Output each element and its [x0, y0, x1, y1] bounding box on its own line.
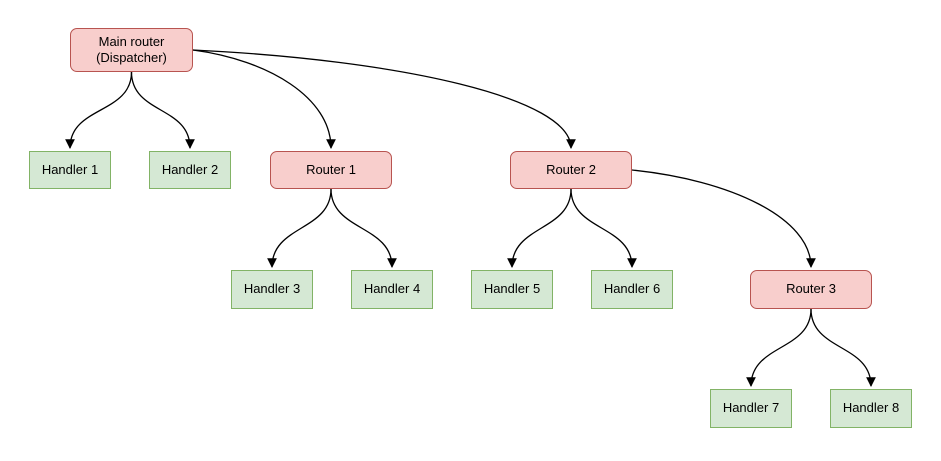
node-router-2: Router 2: [510, 151, 632, 189]
node-label: Handler 5: [483, 281, 541, 297]
node-handler-4: Handler 4: [351, 270, 433, 309]
node-handler-2: Handler 2: [149, 151, 231, 189]
node-router-3: Router 3: [750, 270, 872, 309]
node-label: Handler 1: [41, 161, 99, 177]
edge-router-2-to-handler-5: [507, 188, 572, 268]
node-label: Router 2: [546, 161, 596, 177]
node-label: Handler 4: [363, 281, 421, 297]
node-handler-1: Handler 1: [29, 151, 111, 189]
node-handler-6: Handler 6: [591, 270, 673, 309]
node-label: Handler 6: [603, 281, 661, 297]
node-label: Router 3: [786, 281, 836, 297]
node-handler-7: Handler 7: [710, 389, 792, 428]
node-router-1: Router 1: [270, 151, 392, 189]
node-label: Main router (Dispatcher): [96, 33, 167, 65]
node-label: Handler 8: [842, 400, 900, 416]
node-handler-8: Handler 8: [830, 389, 912, 428]
node-label: Handler 7: [722, 400, 780, 416]
edge-main-router-to-router-2: [192, 49, 576, 149]
edge-main-router-to-router-1: [192, 49, 336, 149]
node-label: Handler 3: [243, 281, 301, 297]
edge-router-2-to-handler-6: [570, 188, 637, 268]
node-label: Router 1: [306, 161, 356, 177]
edge-router-2-to-router-3: [631, 169, 816, 268]
edge-router-3-to-handler-7: [746, 308, 812, 387]
edge-main-router-to-handler-1: [65, 71, 133, 149]
edge-main-router-to-handler-2: [130, 71, 195, 149]
edge-router-3-to-handler-8: [810, 308, 876, 387]
node-label: Handler 2: [161, 161, 219, 177]
edge-router-1-to-handler-3: [267, 188, 332, 268]
node-main-router-dispatcher: Main router (Dispatcher): [70, 28, 193, 72]
edge-router-1-to-handler-4: [330, 188, 397, 268]
node-handler-5: Handler 5: [471, 270, 553, 309]
node-handler-3: Handler 3: [231, 270, 313, 309]
